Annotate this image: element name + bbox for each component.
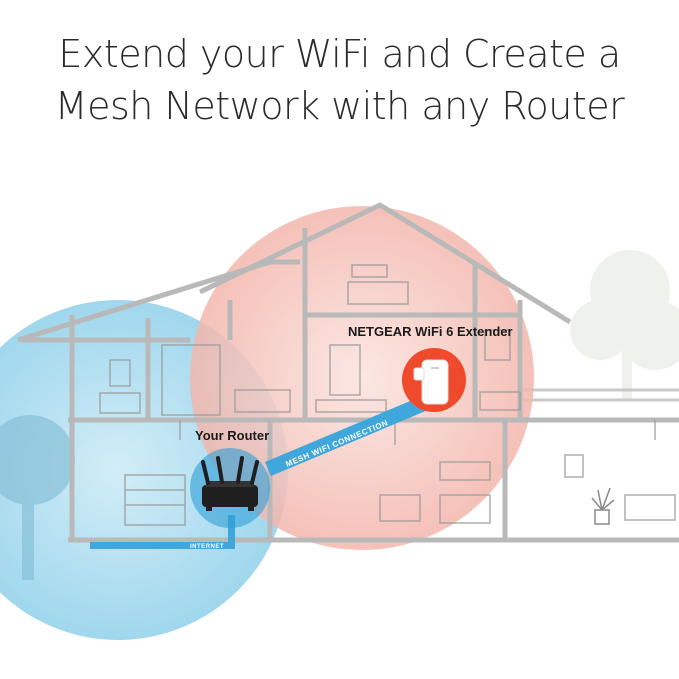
fence: [520, 388, 679, 402]
router-label: Your Router: [195, 428, 269, 443]
extender-icon: [402, 348, 466, 412]
headline-line-1: Extend your WiFi and Create a: [58, 32, 621, 76]
extender-label: NETGEAR WiFi 6 Extender: [348, 324, 513, 339]
furniture: [99, 264, 676, 526]
internet-line: [90, 515, 235, 549]
tree-icon: [570, 250, 679, 400]
mesh-connection-band: [265, 396, 428, 476]
headline-line-2: Mesh Network with any Router: [54, 84, 625, 128]
headline: Extend your WiFi and Create a Mesh Netwo…: [0, 28, 679, 132]
tree-icon: [0, 415, 75, 580]
internet-label: INTERNET: [190, 544, 224, 550]
router-icon: [190, 448, 270, 528]
plant-icon: [591, 487, 615, 525]
